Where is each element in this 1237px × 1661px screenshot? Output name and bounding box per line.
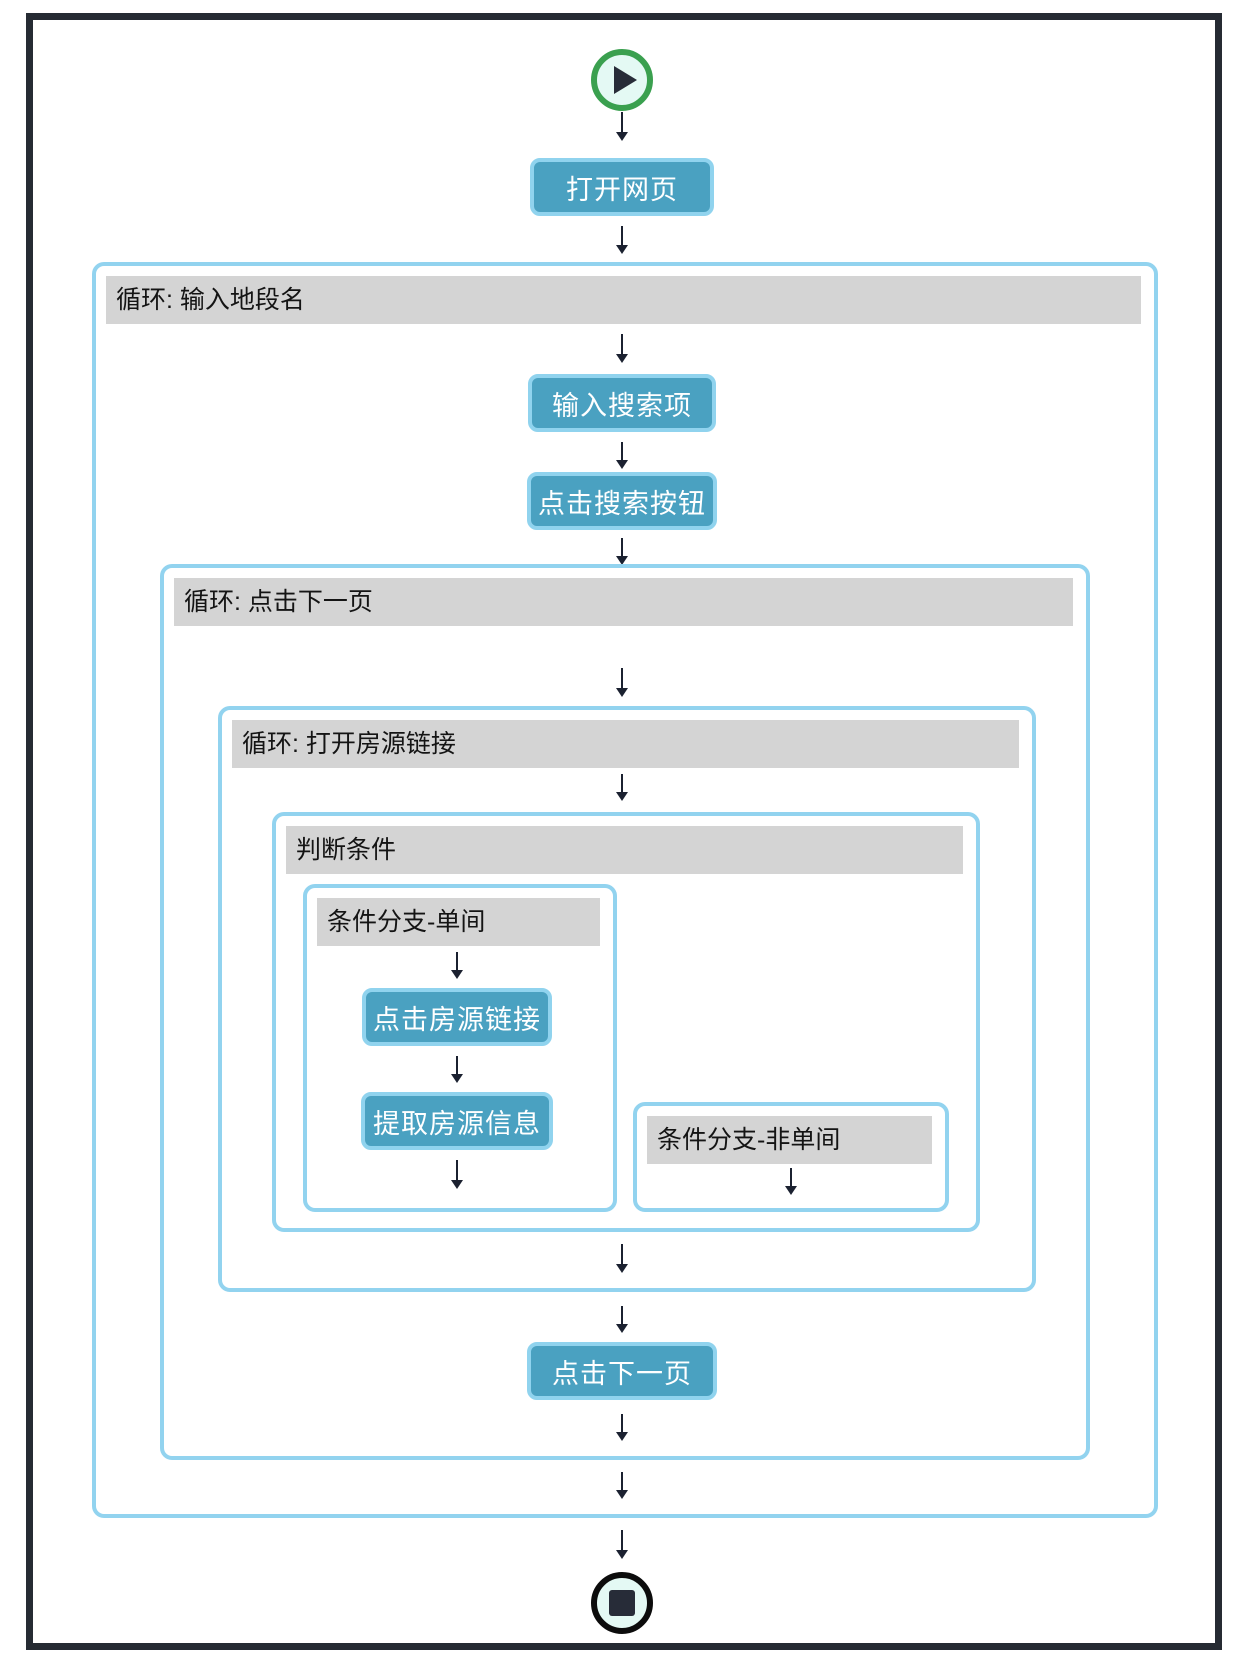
step-open-page[interactable]: 打开网页 bbox=[530, 158, 714, 216]
loop-header-open-listing[interactable]: 循环: 打开房源链接 bbox=[232, 720, 1019, 768]
branch-container-not-single-room: 条件分支-非单间 bbox=[633, 1102, 949, 1212]
branch-header-not-single-room[interactable]: 条件分支-非单间 bbox=[647, 1116, 932, 1164]
loop-header-next-page[interactable]: 循环: 点击下一页 bbox=[174, 578, 1073, 626]
step-click-listing[interactable]: 点击房源链接 bbox=[362, 988, 552, 1046]
flow-arrow bbox=[614, 668, 630, 697]
loop-header-input-district[interactable]: 循环: 输入地段名 bbox=[106, 276, 1141, 324]
flow-arrow bbox=[614, 442, 630, 469]
step-extract-info[interactable]: 提取房源信息 bbox=[361, 1092, 553, 1150]
flow-arrow bbox=[614, 1530, 630, 1559]
flow-arrow bbox=[614, 1306, 630, 1333]
start-icon[interactable] bbox=[591, 49, 653, 111]
flow-arrow bbox=[449, 952, 465, 979]
step-click-search[interactable]: 点击搜索按钮 bbox=[527, 472, 717, 530]
step-input-search[interactable]: 输入搜索项 bbox=[528, 374, 716, 432]
play-icon bbox=[613, 66, 637, 94]
flow-arrow bbox=[614, 226, 630, 254]
flow-arrow bbox=[614, 1244, 630, 1273]
stop-icon[interactable] bbox=[591, 1572, 653, 1634]
step-click-next-page[interactable]: 点击下一页 bbox=[527, 1342, 717, 1400]
flow-arrow bbox=[783, 1168, 799, 1195]
branch-header-single-room[interactable]: 条件分支-单间 bbox=[317, 898, 600, 946]
flow-arrow bbox=[614, 1414, 630, 1441]
flow-arrow bbox=[449, 1056, 465, 1083]
flow-arrow bbox=[614, 112, 630, 141]
condition-header[interactable]: 判断条件 bbox=[286, 826, 963, 874]
branch-container-single-room: 条件分支-单间 bbox=[303, 884, 617, 1212]
flow-arrow bbox=[614, 538, 630, 565]
flow-arrow bbox=[449, 1160, 465, 1189]
flow-arrow bbox=[614, 1472, 630, 1499]
stop-square-icon bbox=[609, 1590, 635, 1616]
flow-arrow bbox=[614, 334, 630, 363]
flow-arrow bbox=[614, 774, 630, 801]
